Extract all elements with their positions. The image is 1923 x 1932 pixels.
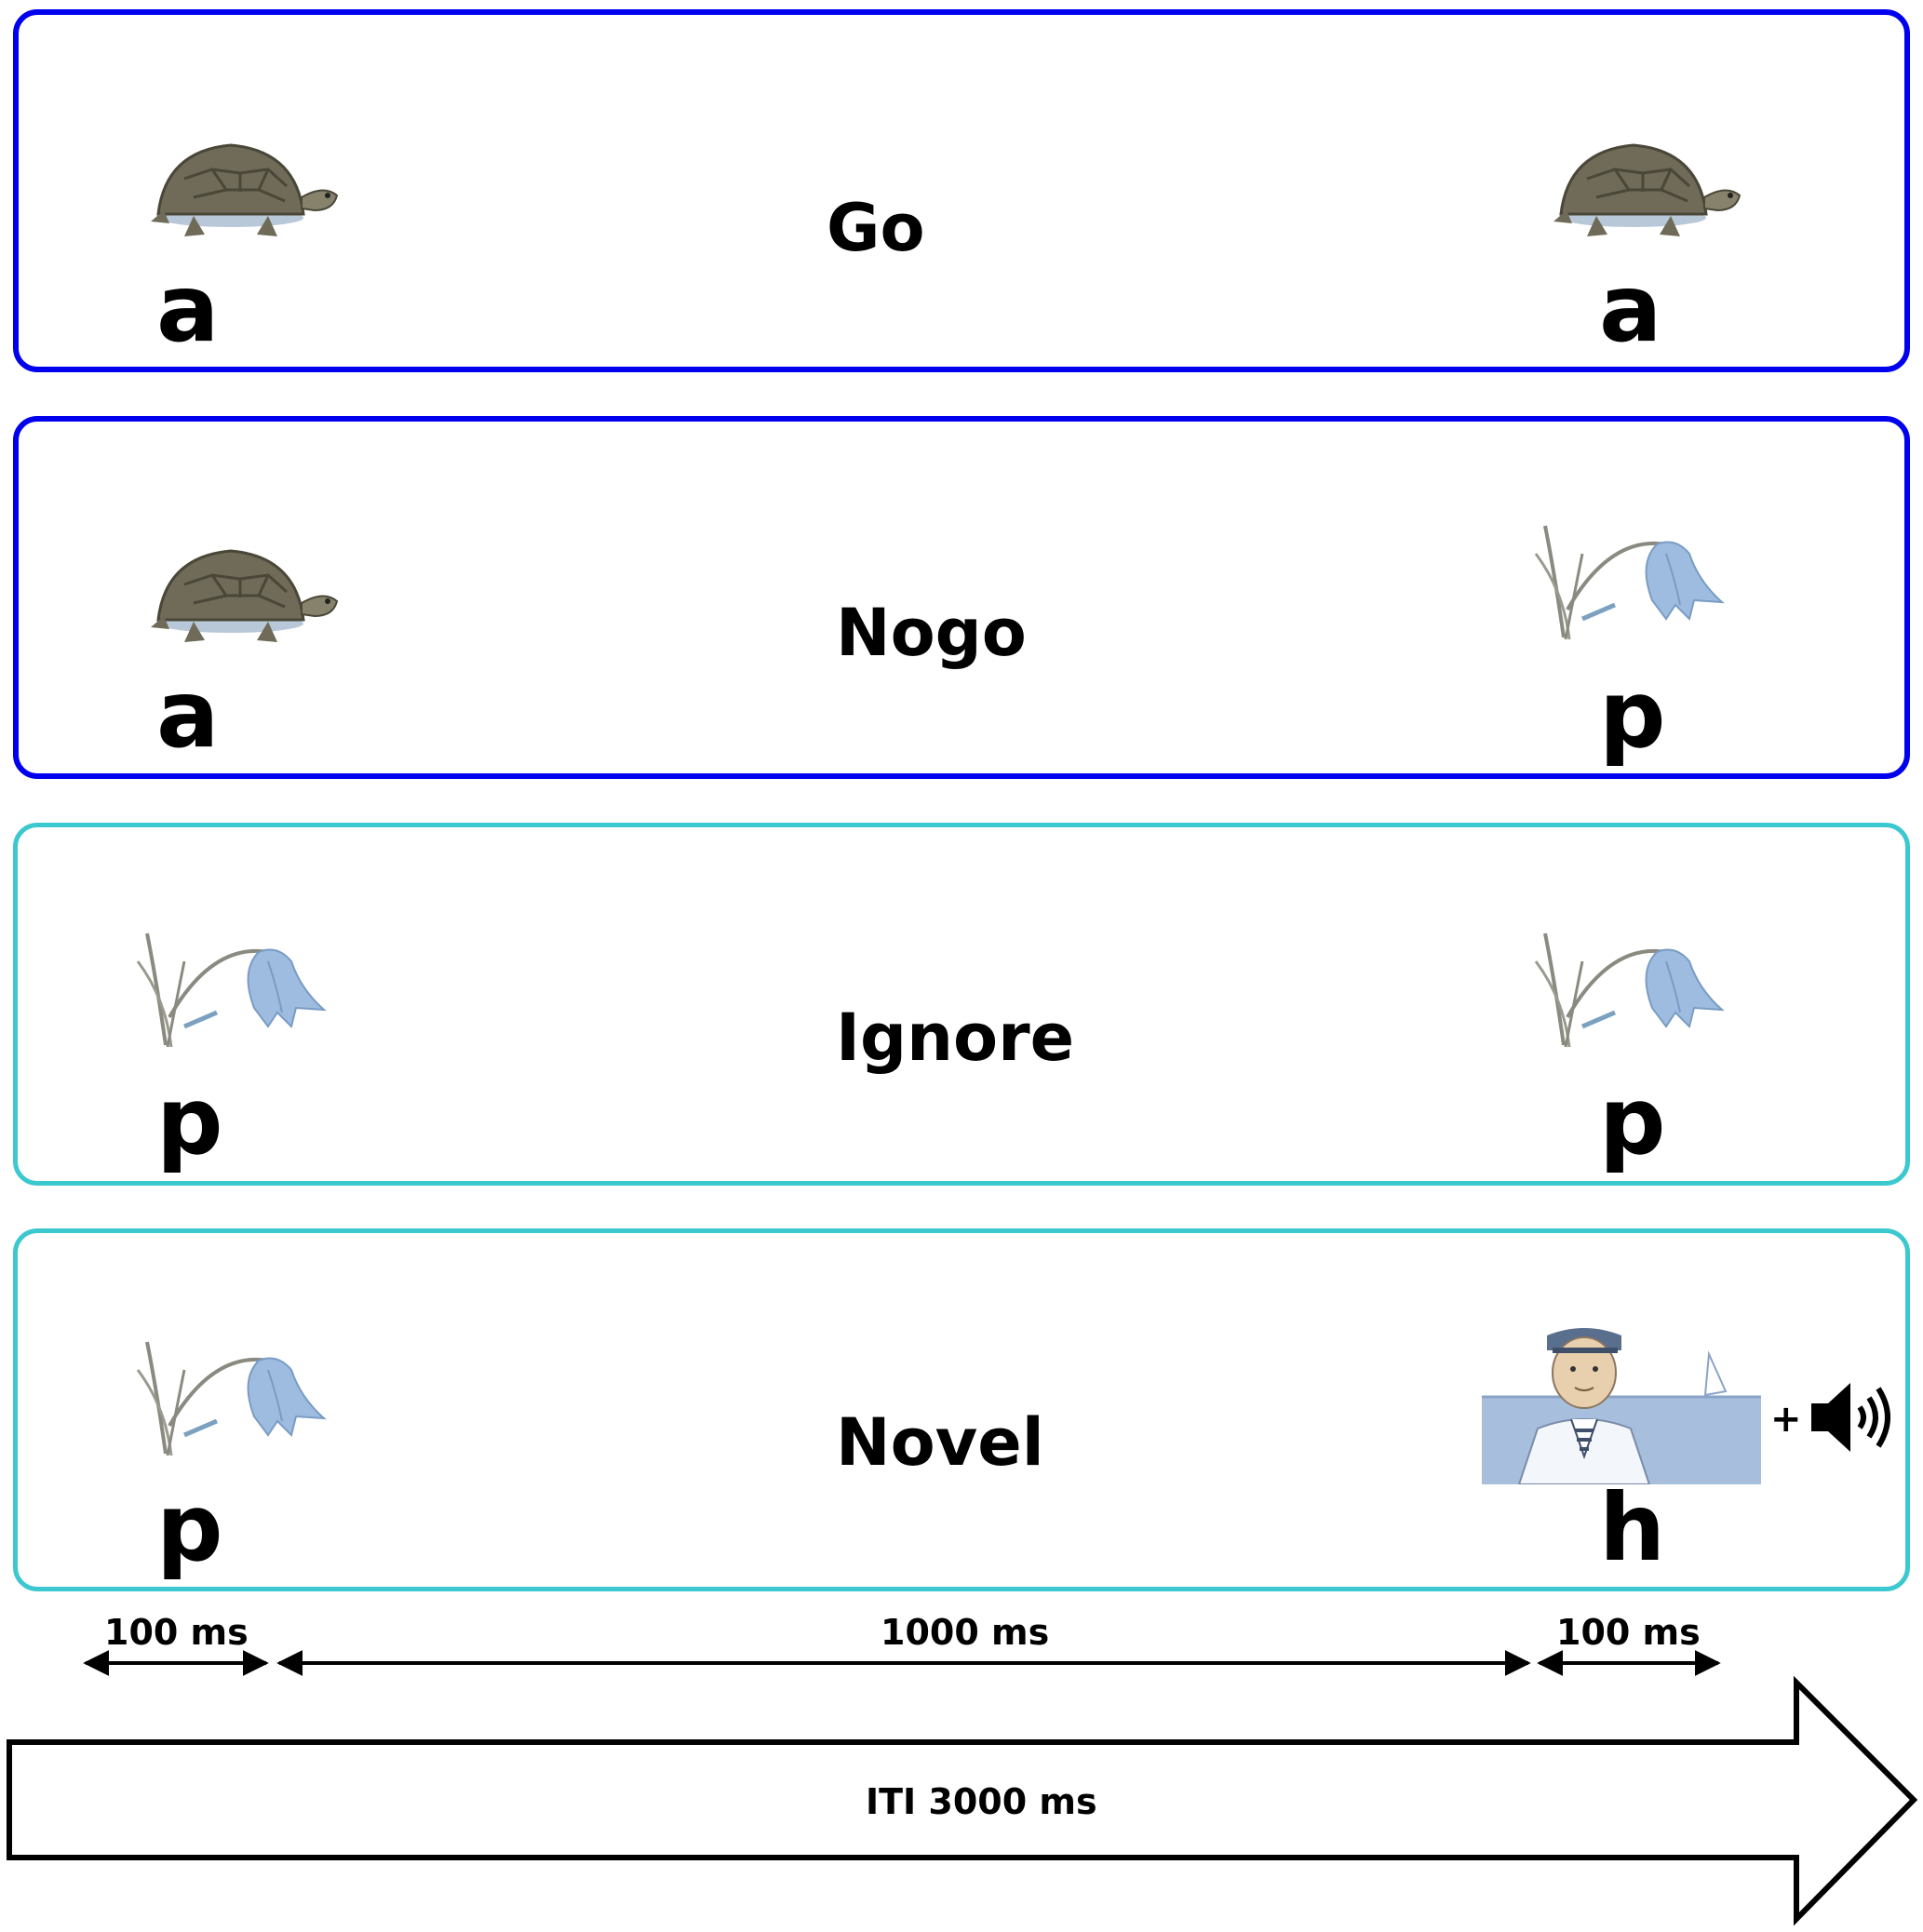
trial-panel-novel: [13, 1228, 1910, 1591]
second-letter: p: [1599, 660, 1666, 769]
plus-sign: +: [1770, 1398, 1802, 1441]
trial-panel-nogo: [13, 416, 1910, 779]
first-letter: a: [156, 660, 220, 769]
first-letter: p: [156, 1067, 223, 1175]
condition-label: Nogo: [836, 595, 1027, 671]
second-letter: p: [1599, 1067, 1666, 1175]
first-letter: p: [156, 1473, 223, 1582]
condition-label: Novel: [836, 1404, 1044, 1481]
iti-arrow: [7, 1675, 1918, 1926]
second-letter: h: [1599, 1473, 1666, 1582]
condition-label: Ignore: [836, 1000, 1075, 1076]
condition-label: Go: [827, 190, 925, 266]
trial-panel-ignore: [13, 823, 1910, 1186]
iti-label: ITI 3000 ms: [866, 1781, 1097, 1822]
first-letter: a: [156, 254, 220, 363]
timing-delay-label: 1000 ms: [881, 1612, 1050, 1653]
trial-panel-go: [13, 9, 1910, 372]
timing-second-label: 100 ms: [1556, 1612, 1701, 1653]
second-letter: a: [1599, 254, 1662, 363]
timing-first-label: 100 ms: [104, 1612, 249, 1653]
